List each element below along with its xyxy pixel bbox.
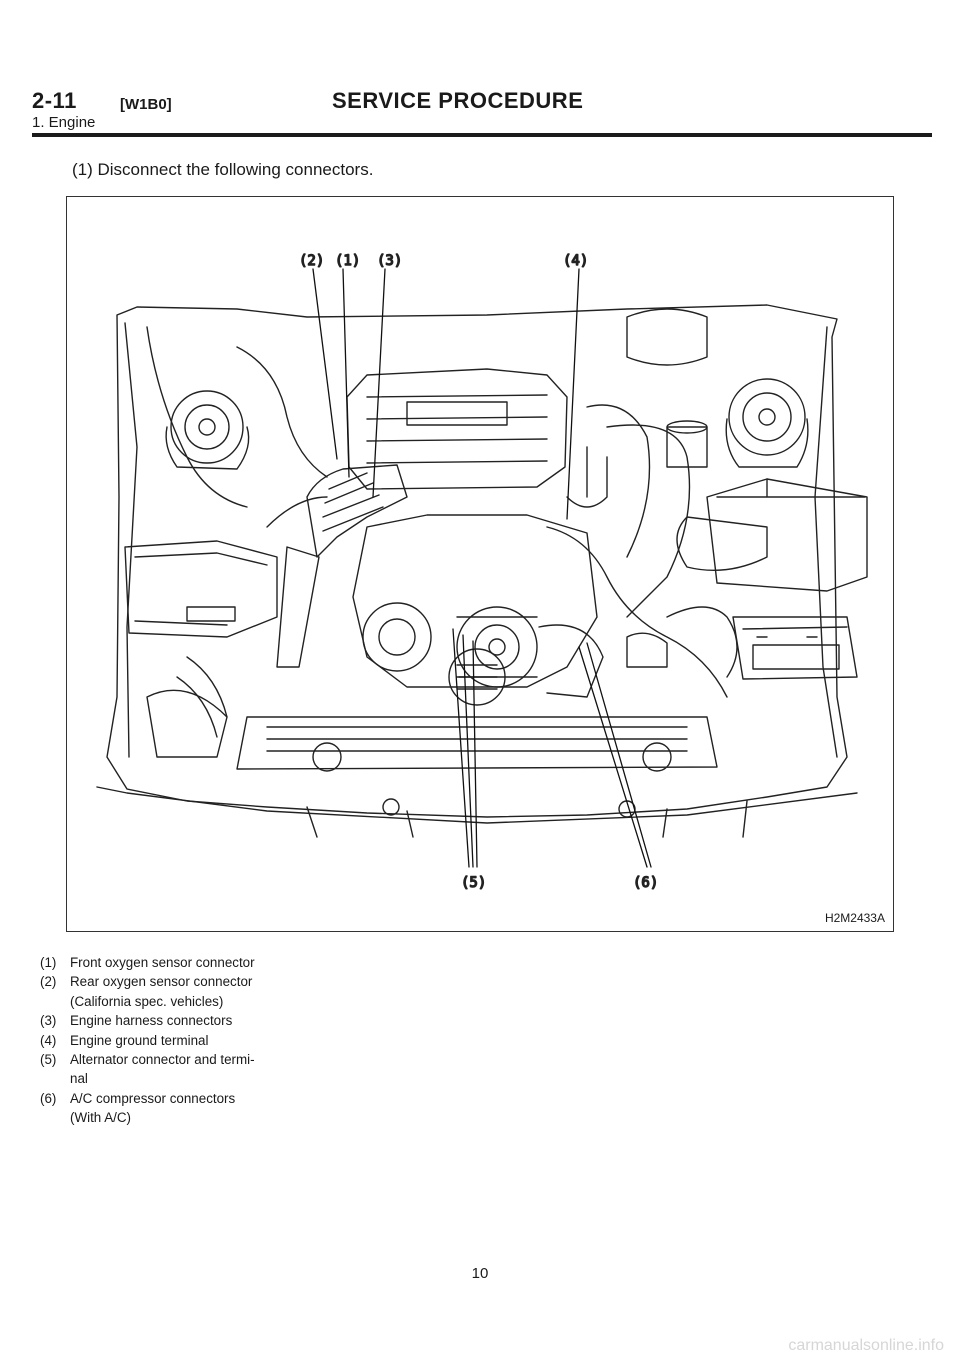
- section-code: [W1B0]: [120, 96, 172, 113]
- legend-number: (5): [40, 1052, 57, 1068]
- subsection-title: 1. Engine: [32, 114, 96, 131]
- figure-legend: (1) Front oxygen sensor connector (2) Re…: [40, 953, 340, 1128]
- legend-text: A/C compressor connectors: [70, 1090, 236, 1106]
- legend-text: Front oxygen sensor connector: [70, 955, 255, 970]
- legend-number: (1): [40, 955, 57, 970]
- legend-item: (3) Engine harness connectors: [40, 1011, 340, 1030]
- watermark: carmanualsonline.info: [788, 1337, 944, 1354]
- legend-number: (2): [40, 974, 57, 990]
- figure-code: H2M2433A: [824, 911, 885, 925]
- page-number: 10: [471, 1265, 489, 1282]
- engine-bay-figure: (2) (1) (3) (4) (5) (6) H2M2433A: [66, 196, 894, 932]
- callout-4: (4): [563, 253, 588, 269]
- step-instruction: (1) Disconnect the following connectors.: [72, 160, 374, 179]
- legend-number: (6): [40, 1090, 57, 1106]
- legend-text: Alternator connector and termi-: [70, 1052, 255, 1068]
- callout-2: (2): [299, 253, 324, 269]
- legend-item: (6) A/C compressor connectors (With A/C): [40, 1089, 340, 1128]
- legend-text-continuation: nal: [70, 1071, 88, 1087]
- legend-item: (4) Engine ground terminal: [40, 1031, 340, 1050]
- section-number: 2-11: [32, 88, 77, 113]
- legend-text: Engine harness connectors: [70, 1013, 233, 1029]
- legend-text: Rear oxygen sensor connector: [70, 974, 253, 990]
- callout-1: (1): [335, 253, 360, 269]
- callout-3: (3): [377, 253, 402, 269]
- legend-number: (3): [40, 1013, 57, 1029]
- engine-bay-illustration: (2) (1) (3) (4) (5) (6): [96, 252, 868, 892]
- legend-text-continuation: (With A/C): [70, 1110, 132, 1126]
- section-title: SERVICE PROCEDURE: [332, 88, 584, 113]
- legend-text-continuation: (California spec. vehicles): [70, 993, 224, 1009]
- legend-item: (2) Rear oxygen sensor connector (Califo…: [40, 972, 340, 1011]
- callout-6: (6): [633, 875, 658, 891]
- page-header: 2-11 [W1B0] SERVICE PROCEDURE 1. Engine: [32, 88, 932, 136]
- legend-text: Engine ground terminal: [70, 1032, 209, 1048]
- header-rule: [32, 133, 932, 137]
- legend-item: (5) Alternator connector and termi- nal: [40, 1050, 340, 1089]
- legend-number: (4): [40, 1032, 57, 1048]
- legend-item: (1) Front oxygen sensor connector: [40, 953, 340, 972]
- callout-5: (5): [461, 875, 486, 891]
